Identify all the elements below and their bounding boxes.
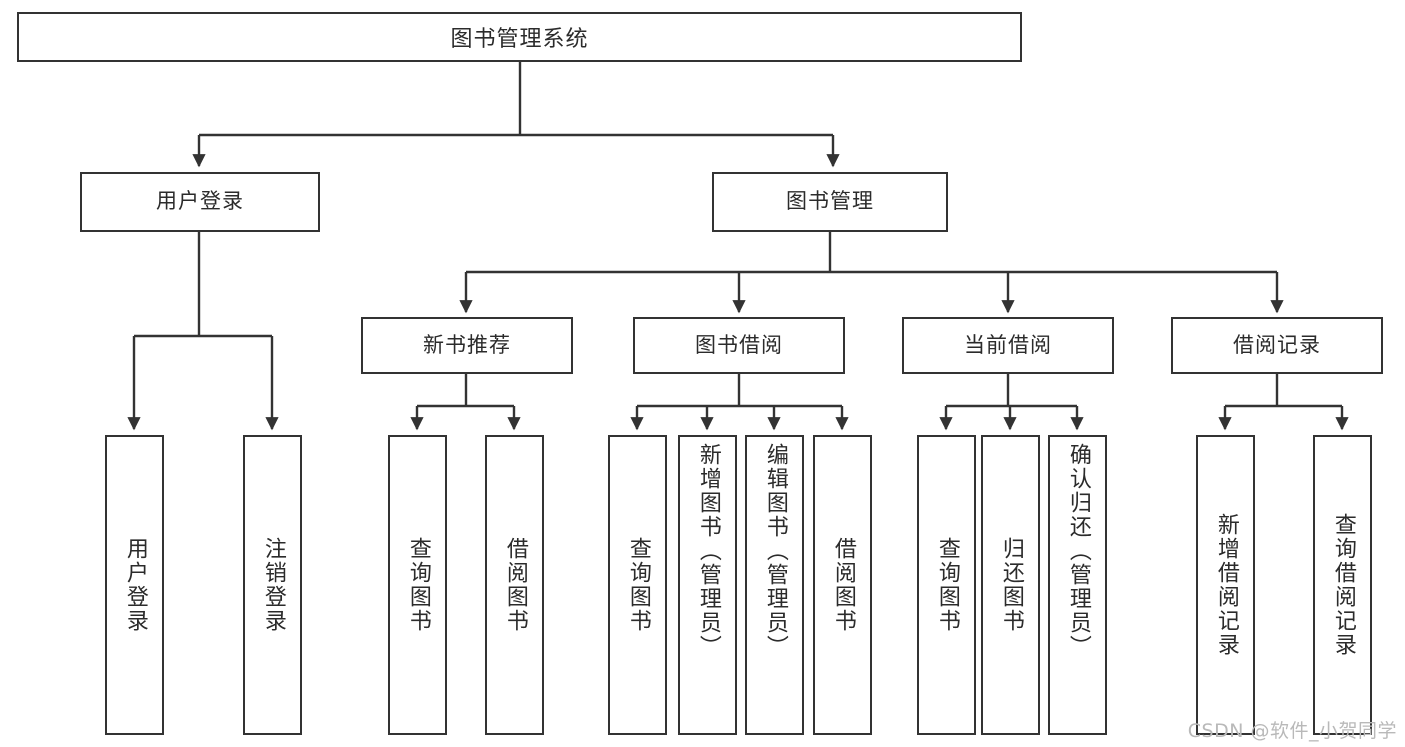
node-label: 借阅记录 [1233,332,1321,357]
node-root-book-management-system[interactable]: 图书管理系统 [17,12,1022,62]
leaf-label: 查询图书 [934,537,960,633]
leaf-text-wrap: 注销登录 [245,437,300,733]
leaf-text-wrap: 归还图书 [983,437,1038,733]
leaf-text-wrap: 新增图书（管理员） [680,437,735,733]
leaf-text-wrap: 编辑图书（管理员） [747,437,802,733]
leaf-text-wrap: 新增借阅记录 [1198,437,1253,733]
leaf-label: 编辑图书（管理员） [762,443,788,659]
leaf-book-borrow-edit-book-admin[interactable]: 编辑图书（管理员） [745,435,804,735]
leaf-text-wrap: 查询图书 [610,437,665,733]
leaf-label: 查询图书 [625,537,651,633]
leaf-current-borrow-query-book[interactable]: 查询图书 [917,435,976,735]
leaf-label: 归还图书 [998,537,1024,633]
leaf-user-login[interactable]: 用户登录 [105,435,164,735]
leaf-text-wrap: 用户登录 [107,437,162,733]
leaf-text-wrap: 查询借阅记录 [1315,437,1370,733]
node-borrow-record[interactable]: 借阅记录 [1171,317,1383,374]
leaf-new-book-query-book[interactable]: 查询图书 [388,435,447,735]
node-book-borrow[interactable]: 图书借阅 [633,317,845,374]
leaf-text-wrap: 查询图书 [390,437,445,733]
leaf-text-wrap: 借阅图书 [815,437,870,733]
node-label: 用户登录 [156,189,244,214]
node-label: 图书管理系统 [450,27,589,52]
leaf-book-borrow-borrow-book[interactable]: 借阅图书 [813,435,872,735]
leaf-label: 查询图书 [405,537,431,633]
node-book-management[interactable]: 图书管理 [712,172,948,232]
node-current-borrow[interactable]: 当前借阅 [902,317,1114,374]
node-label: 新书推荐 [423,332,511,357]
leaf-text-wrap: 确认归还（管理员） [1050,437,1105,733]
leaf-current-borrow-return-book[interactable]: 归还图书 [981,435,1040,735]
leaf-text-wrap: 查询图书 [919,437,974,733]
csdn-watermark: CSDN @软件_小贺同学 [1187,720,1397,742]
leaf-borrow-record-add-record[interactable]: 新增借阅记录 [1196,435,1255,735]
leaf-logout-login[interactable]: 注销登录 [243,435,302,735]
node-new-book-recommend[interactable]: 新书推荐 [361,317,573,374]
leaf-label: 确认归还（管理员） [1065,443,1091,659]
leaf-new-book-borrow-book[interactable]: 借阅图书 [485,435,544,735]
leaf-book-borrow-add-book-admin[interactable]: 新增图书（管理员） [678,435,737,735]
leaf-book-borrow-query-book[interactable]: 查询图书 [608,435,667,735]
leaf-current-borrow-confirm-return-admin[interactable]: 确认归还（管理员） [1048,435,1107,735]
leaf-label: 注销登录 [260,537,286,633]
node-label: 图书管理 [786,189,874,214]
leaf-label: 借阅图书 [830,537,856,633]
leaf-label: 用户登录 [122,537,148,633]
node-label: 图书借阅 [695,332,783,357]
node-label: 当前借阅 [964,332,1052,357]
node-user-login[interactable]: 用户登录 [80,172,320,232]
leaf-label: 新增图书（管理员） [695,443,721,659]
leaf-borrow-record-query-record[interactable]: 查询借阅记录 [1313,435,1372,735]
leaf-label: 新增借阅记录 [1213,513,1239,657]
leaf-label: 借阅图书 [502,537,528,633]
leaf-label: 查询借阅记录 [1330,513,1356,657]
leaf-text-wrap: 借阅图书 [487,437,542,733]
